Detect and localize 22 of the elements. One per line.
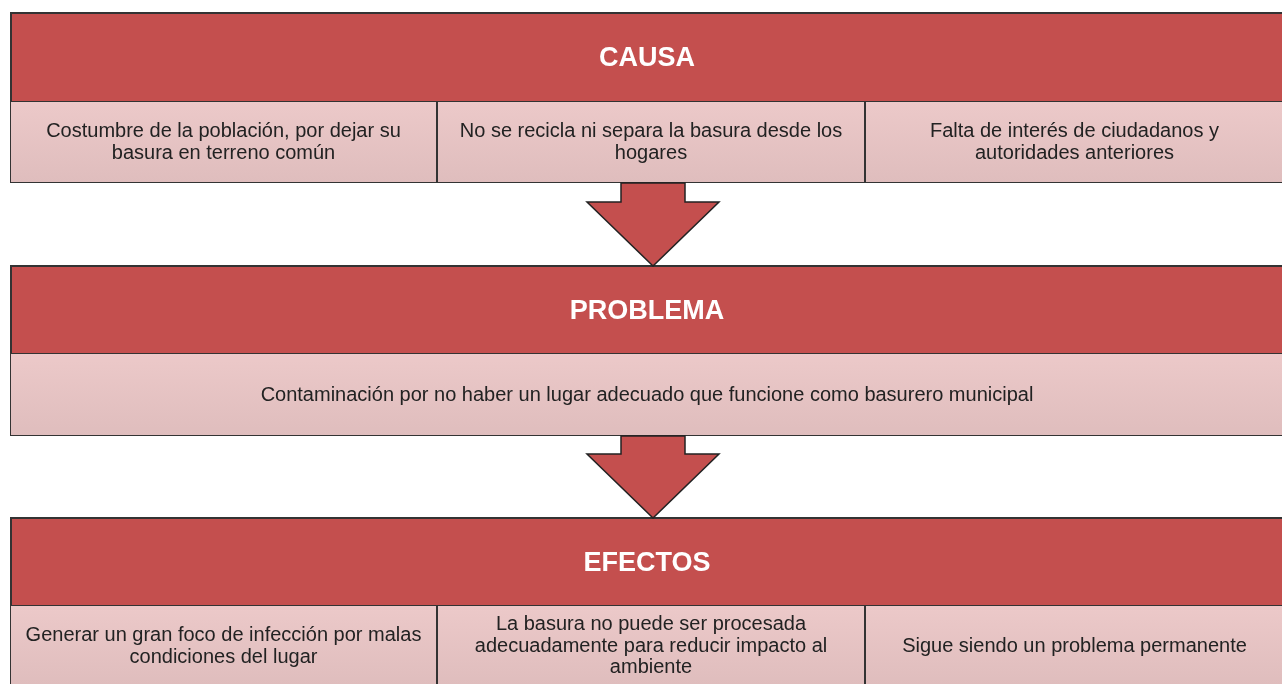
block-arrow [585, 435, 721, 520]
box-text: Sigue siendo un problema permanente [902, 634, 1247, 657]
box-text: Falta de interés de ciudadanos y autoridades anteriores [928, 120, 1221, 164]
text-box [10, 101, 437, 183]
text-box [865, 101, 1282, 183]
box-text: No se recicla ni separa la basura desde los hogares [458, 120, 844, 164]
section-panel [10, 265, 1282, 436]
text-box [437, 101, 865, 183]
box-text: La basura no puede ser procesada adecuadamente para reducir impacto al ambiente [473, 613, 829, 678]
section-panel [10, 517, 1282, 684]
box-text: Contaminación por no haber un lugar adecuado que funcione como basurero municipal [260, 383, 1034, 406]
box-text: Generar un gran foco de infección por malas condiciones del lugar [25, 623, 422, 668]
text-box [865, 605, 1282, 684]
section-heading: PROBLEMA [569, 294, 725, 326]
text-box [10, 353, 1282, 436]
box-text: Costumbre de la población, por dejar su basura en terreno común [45, 120, 402, 164]
text-box [437, 605, 865, 684]
section-heading: CAUSA [599, 42, 695, 73]
text-box [10, 605, 437, 684]
section-panel [10, 12, 1282, 183]
block-arrow [585, 182, 721, 268]
section-heading: EFECTOS [583, 546, 711, 578]
